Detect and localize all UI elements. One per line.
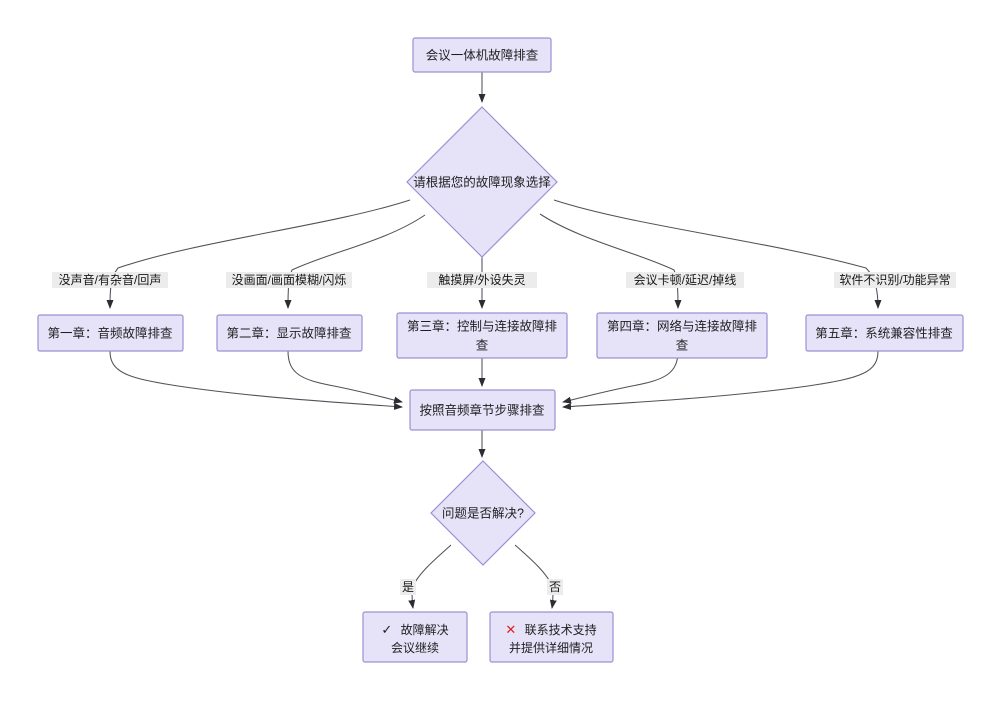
node-follow-steps[interactable]: 按照音频章节步骤排查 xyxy=(409,389,556,431)
node-contact-support-line2: 并提供详细情况 xyxy=(509,640,593,655)
node-symptom-decision-label: 请根据您的故障现象选择 xyxy=(413,174,551,189)
node-resolved-decision-label: 问题是否解决? xyxy=(442,506,524,520)
edge-label-layer: 没声音/有杂音/回声 没画面/画面模糊/闪烁 触摸屏/外设失灵 会议卡顿/延迟/… xyxy=(52,272,956,595)
edge-chapter2-to-follow-steps xyxy=(287,350,403,404)
check-mark-icon: ✓ xyxy=(381,622,392,637)
edge-chapter1-to-follow-steps xyxy=(109,350,403,410)
node-chapter3[interactable]: 第三章：控制与连接故障排 查 xyxy=(396,312,568,359)
edge-label-to-chapter1: 没声音/有杂音/回声 xyxy=(52,272,168,288)
node-chapter5-shape[interactable] xyxy=(805,314,964,352)
edge-label-text: 会议卡顿/延迟/掉线 xyxy=(634,273,737,287)
node-chapter3-label-line1: 第三章：控制与连接故障排 xyxy=(407,318,558,333)
node-contact-support[interactable]: ✕ 联系技术支持 并提供详细情况 xyxy=(489,611,614,663)
node-follow-steps-shape[interactable] xyxy=(409,389,556,431)
edge-label-to-chapter3: 触摸屏/外设失灵 xyxy=(427,272,537,288)
node-chapter5-label: 第五章：系统兼容性排查 xyxy=(815,325,953,340)
edge-label-text: 没画面/画面模糊/闪烁 xyxy=(232,272,347,287)
node-resolved-ok-line2: 会议继续 xyxy=(391,641,439,655)
edge-symptom-to-chapter2 xyxy=(284,214,426,309)
node-chapter3-shape[interactable] xyxy=(396,312,568,359)
node-chapter3-label-line2: 查 xyxy=(476,338,489,352)
node-chapter2-shape[interactable] xyxy=(216,314,363,352)
node-chapter4[interactable]: 第四章：网络与连接故障排 查 xyxy=(596,312,768,359)
edge-label-text: 没声音/有杂音/回声 xyxy=(59,272,162,287)
cross-mark-icon: ✕ xyxy=(505,622,516,637)
edge-label-to-chapter4: 会议卡顿/延迟/掉线 xyxy=(626,272,744,288)
node-contact-support-text: 联系技术支持 xyxy=(525,622,597,637)
node-chapter2[interactable]: 第二章：显示故障排查 xyxy=(216,314,363,352)
edge-symptom-to-chapter1 xyxy=(106,199,411,309)
node-chapter1[interactable]: 第一章：音频故障排查 xyxy=(37,314,184,352)
node-chapter5[interactable]: 第五章：系统兼容性排查 xyxy=(805,314,964,352)
edge-label-text: 否 xyxy=(549,580,561,594)
edge-label-text: 软件不识别/功能异常 xyxy=(839,273,950,287)
edge-label-text: 触摸屏/外设失灵 xyxy=(438,272,525,287)
node-chapter4-label-line2: 查 xyxy=(676,338,689,352)
edge-symptom-to-chapter4 xyxy=(539,213,682,309)
node-symptom-decision[interactable]: 请根据您的故障现象选择 xyxy=(406,106,558,258)
node-resolved-ok-text: 故障解决 xyxy=(401,622,449,637)
edge-label-yes: 是 xyxy=(400,579,416,595)
node-contact-support-line1: ✕ 联系技术支持 xyxy=(505,622,596,637)
node-chapter4-shape[interactable] xyxy=(596,312,768,359)
edge-chapter5-to-follow-steps xyxy=(562,350,879,410)
node-symptom-decision-shape[interactable] xyxy=(406,106,558,258)
edge-symptom-to-chapter5 xyxy=(553,199,882,309)
node-chapter2-label: 第二章：显示故障排查 xyxy=(226,325,352,340)
node-contact-support-shape[interactable] xyxy=(489,611,614,663)
node-resolved-decision-shape[interactable] xyxy=(430,460,536,566)
edge-resolved-yes-to-ok xyxy=(408,544,452,609)
edge-label-text: 是 xyxy=(402,580,414,594)
node-resolved-ok[interactable]: ✓ 故障解决 会议继续 xyxy=(362,611,468,663)
node-resolved-decision[interactable]: 问题是否解决? xyxy=(430,460,536,566)
node-resolved-ok-shape[interactable] xyxy=(362,611,468,663)
node-chapter4-label-line1: 第四章：网络与连接故障排 xyxy=(607,318,758,333)
edge-chapter4-to-follow-steps xyxy=(562,350,679,404)
node-start-label: 会议一体机故障排查 xyxy=(426,47,539,62)
edge-label-no: 否 xyxy=(547,579,563,595)
node-follow-steps-label: 按照音频章节步骤排查 xyxy=(419,402,545,417)
node-layer: 会议一体机故障排查 请根据您的故障现象选择 第一章：音频故障排查 第二章：显示故… xyxy=(37,37,964,663)
node-start[interactable]: 会议一体机故障排查 xyxy=(412,37,552,73)
node-start-shape[interactable] xyxy=(412,37,552,73)
edge-resolved-no-to-support xyxy=(514,544,557,609)
node-chapter1-shape[interactable] xyxy=(37,314,184,352)
edge-label-to-chapter5: 软件不识别/功能异常 xyxy=(834,272,956,288)
node-chapter1-label: 第一章：音频故障排查 xyxy=(47,325,173,340)
edge-label-to-chapter2: 没画面/画面模糊/闪烁 xyxy=(226,272,352,288)
node-resolved-ok-line1: ✓ 故障解决 xyxy=(381,622,448,637)
